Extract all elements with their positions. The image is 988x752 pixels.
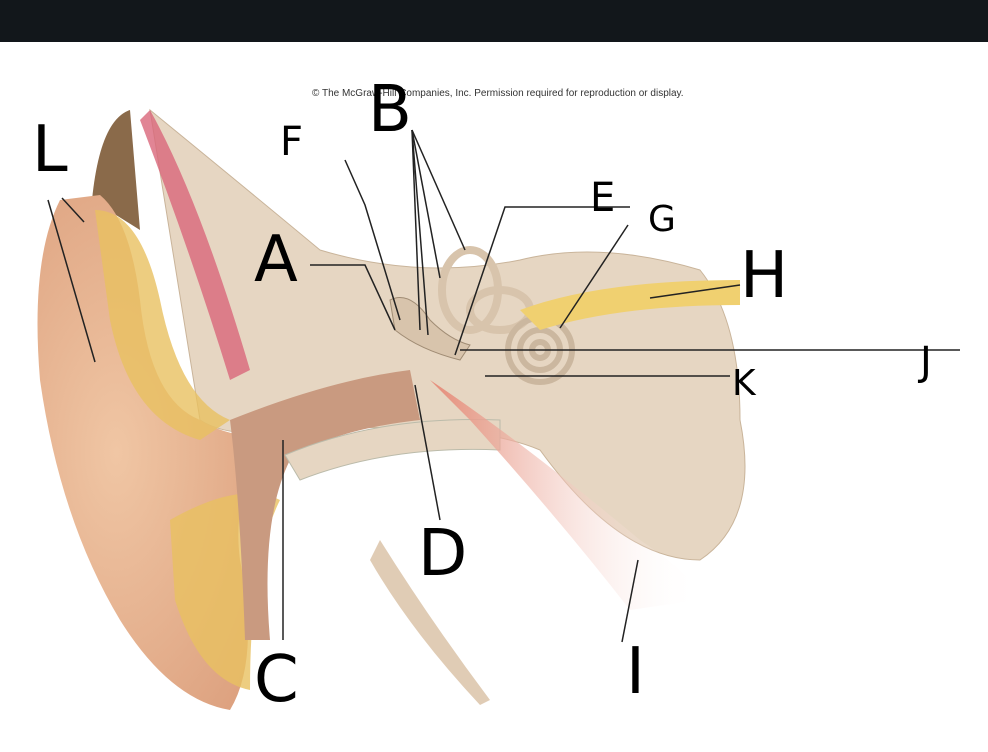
styloid-process	[370, 540, 490, 705]
label-g: G	[648, 199, 676, 240]
cartilage-fat	[95, 210, 230, 440]
label-a: A	[254, 223, 298, 297]
label-l: L	[32, 113, 68, 187]
copyright-notice: © The McGraw-Hill Companies, Inc. Permis…	[312, 88, 684, 99]
label-f: F	[280, 119, 304, 165]
label-b: B	[368, 73, 412, 147]
label-i: I	[626, 635, 645, 709]
label-c: C	[254, 643, 299, 717]
label-k: K	[732, 363, 756, 404]
leader-lines	[47, 129, 960, 643]
muscle	[140, 110, 250, 380]
label-j: J	[920, 339, 932, 385]
top-bar	[0, 0, 988, 42]
external-auditory-canal	[230, 370, 420, 640]
ossicles	[389, 297, 471, 361]
label-h: H	[740, 239, 789, 313]
label-e: E	[590, 175, 616, 221]
auditory-tube	[430, 380, 700, 610]
label-d: D	[418, 517, 468, 591]
